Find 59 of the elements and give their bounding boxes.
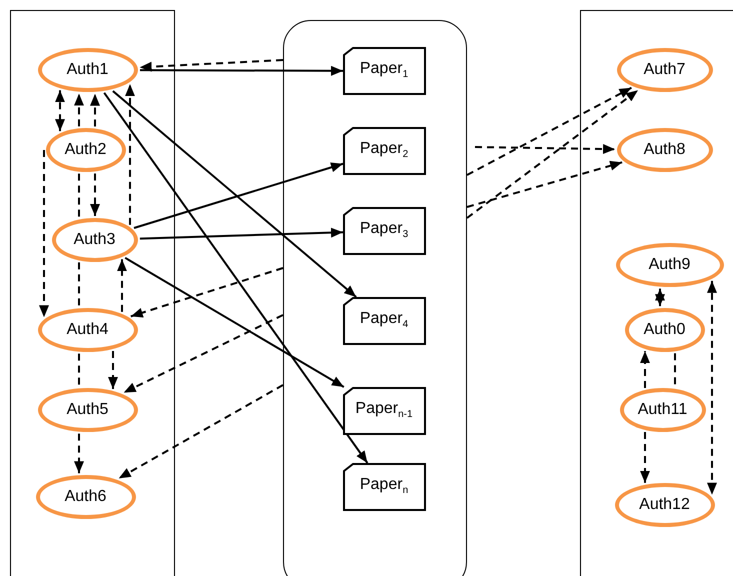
arrow [118,384,284,480]
paper-document [342,206,426,254]
node-label: Auth12 [639,496,690,514]
arrow [108,351,118,389]
author-ellipse [38,308,138,352]
author-ellipse [616,128,712,172]
arrow [55,90,65,132]
node-label: Auth0 [644,320,686,338]
node-label: Auth9 [648,256,690,274]
group-panel [10,10,175,576]
arrow [140,228,344,240]
node-label: Paper$_{3}$ [360,220,408,241]
arrow [123,314,284,394]
arrow [140,66,343,76]
paper-document [342,462,426,510]
arrow [140,59,284,72]
node-label: Auth7 [644,60,686,78]
arrow [134,162,344,229]
node-label: Auth5 [66,400,108,418]
node-label: Paper$_{4}$ [360,310,408,331]
arrow [466,89,639,219]
node-label: Auth3 [74,230,116,248]
arrow [90,94,100,127]
node-label: Paper$_{n}$ [360,476,408,497]
arrow [117,259,127,312]
node-label: Paper$_{1}$ [360,60,408,81]
arrow [655,288,665,306]
node-label: Auth4 [66,320,108,338]
node-label: Auth8 [644,140,686,158]
node-label: Auth2 [64,140,106,158]
node-label: Paper$_{n-1}$ [355,400,413,421]
arrow [74,434,84,474]
arrow [39,150,49,318]
group-panel [580,10,733,576]
node-label: Paper$_{2}$ [360,140,408,161]
arrow [124,256,344,388]
node-label: Auth6 [64,488,106,506]
arrow [74,94,84,126]
arrow [466,86,632,176]
arrow [474,144,616,154]
arrow [125,84,135,225]
author-ellipse [614,482,714,526]
arrow [707,280,717,495]
arrow [130,267,284,318]
node-label: Auth11 [638,400,688,418]
arrow [640,432,650,483]
author-ellipse [46,128,126,172]
arrow [112,90,357,298]
arrow [90,173,100,216]
paper-document [342,386,426,434]
arrow [466,160,622,208]
group-panel [283,20,467,576]
arrow [103,92,368,464]
paper-document [342,126,426,174]
arrow [640,351,650,388]
node-label: Auth1 [66,60,108,78]
author-ellipse [52,218,138,262]
paper-document [342,46,426,94]
paper-document [342,296,426,344]
